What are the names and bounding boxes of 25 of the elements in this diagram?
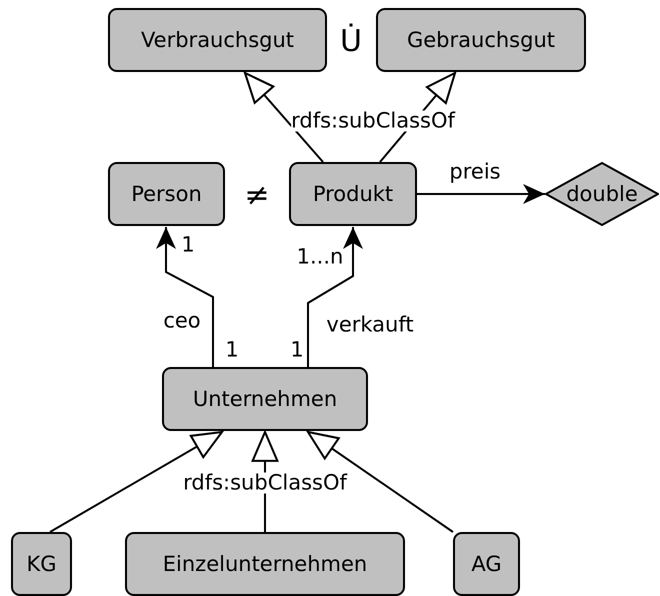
arrow [307, 227, 363, 367]
edge-label: ceo [163, 310, 201, 332]
edge-label: verkauft [326, 314, 414, 336]
arrow [306, 430, 454, 533]
class-box: Gebrauchsgut [376, 8, 586, 72]
datatype-diamond: double [545, 162, 659, 226]
arrow [244, 72, 324, 163]
class-box: Unternehmen [162, 367, 368, 431]
multiplicity-label: 1...n [296, 246, 344, 268]
multiplicity-label: 1 [181, 234, 195, 256]
relation-label: rdfs:subClassOf [183, 472, 347, 494]
multiplicity-label: 1 [225, 340, 239, 360]
arrow [417, 184, 545, 204]
multiplicity-label: 1 [290, 340, 304, 360]
not-equal-symbol: ≠ [244, 181, 270, 211]
class-box: Verbrauchsgut [108, 8, 327, 72]
class-box: KG [11, 532, 72, 596]
class-box: Produkt [289, 162, 417, 226]
class-box: AG [453, 532, 520, 596]
class-box: Einzelunternehmen [125, 532, 405, 596]
relation-label: rdfs:subClassOf [291, 110, 455, 132]
class-box: Person [108, 162, 225, 226]
arrow [50, 430, 224, 533]
arrow [156, 227, 214, 367]
edge-label: preis [449, 162, 501, 182]
